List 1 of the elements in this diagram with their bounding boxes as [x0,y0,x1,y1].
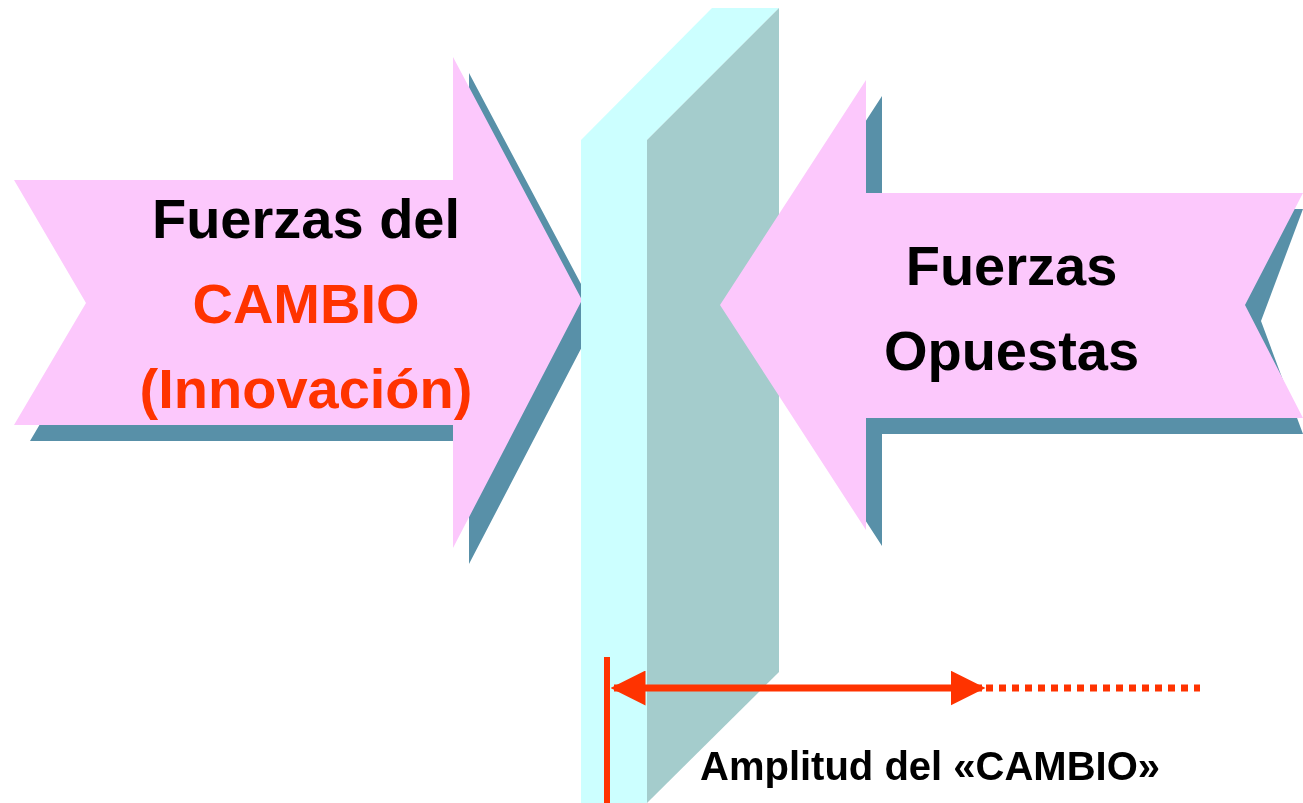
dimension-label: Amplitud del «CAMBIO» [700,743,1161,790]
